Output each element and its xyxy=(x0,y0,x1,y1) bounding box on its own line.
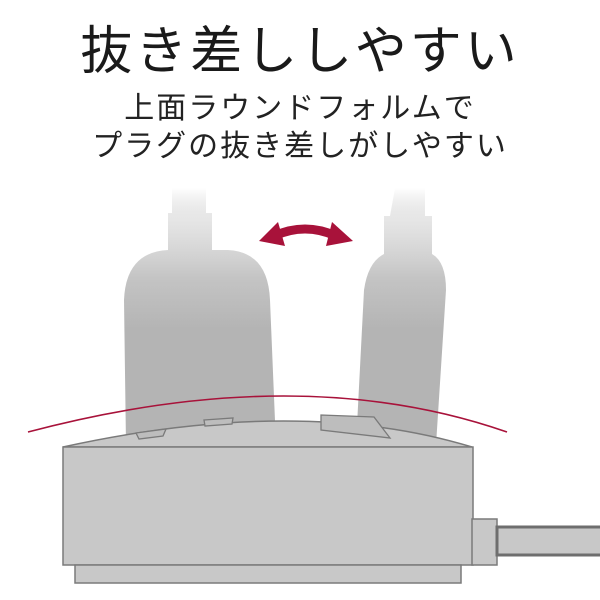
left-plug xyxy=(124,188,276,445)
cord-housing xyxy=(471,518,498,566)
double-headed-arrow-icon xyxy=(259,222,353,246)
socket-slot xyxy=(320,414,392,439)
power-cord xyxy=(495,525,600,557)
curved-top-guide-line xyxy=(27,395,508,433)
subheadline-line-1: 上面ラウンドフォルムで xyxy=(124,91,476,126)
power-strip-body xyxy=(62,414,600,584)
socket-slot xyxy=(135,428,168,440)
subheadline-line-2: プラグの抜き差しがしやすい xyxy=(92,129,508,164)
right-plug xyxy=(356,188,446,445)
socket-slot xyxy=(203,417,234,427)
power-strip-base xyxy=(74,564,462,584)
headline: 抜き差ししやすい xyxy=(80,22,520,82)
